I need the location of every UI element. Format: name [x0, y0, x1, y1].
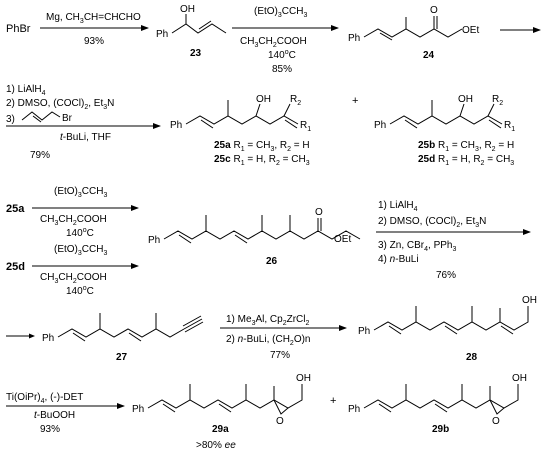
row3-sm2-reagent2: CH3CH2COOH — [40, 272, 107, 285]
c29b-ph: Ph — [348, 404, 360, 415]
step2-reagent2: CH3CH2COOH — [240, 36, 307, 49]
c23-oh: OH — [180, 4, 195, 15]
label-25a: 25a R1 = CH3, R2 = H — [214, 140, 310, 153]
step2-temp: 140oC — [268, 49, 296, 61]
row3-sm2-reagent1: (EtO)3CCH3 — [54, 244, 107, 257]
compound-29b: Ph O OH 29b — [348, 373, 527, 435]
row3-reagent2: 2) DMSO, (COCl)2, Et3N — [378, 216, 486, 229]
compound-25a-25c: Ph OH R2 R1 25a R1 = CH3, R2 = H 25c R1 … — [170, 94, 311, 167]
c24-o: O — [430, 5, 438, 16]
row3-sm1-reagent1: (EtO)3CCH3 — [54, 186, 107, 199]
label-25b: 25b R1 = CH3, R2 = H — [418, 140, 514, 153]
step2-reagent1: (EtO)3CCH3 — [254, 6, 307, 19]
row2-reagent3-prefix: 3) — [6, 114, 15, 125]
c24-label: 24 — [423, 50, 435, 61]
c25bd-ph: Ph — [374, 120, 386, 131]
compound-25b-25d: Ph OH R2 R1 25b R1 = CH3, R2 = H 25d R1 … — [374, 94, 515, 167]
row3-sm2: 25d — [6, 261, 25, 273]
c25ac-ph: Ph — [170, 120, 182, 131]
row3: 25a (EtO)3CCH3 CH3CH2COOH 140oC 25d (EtO… — [6, 186, 531, 297]
row2-reagent3b: t-BuLi, THF — [60, 132, 111, 143]
label-25c: 25c R1 = H, R2 = CH3 — [214, 154, 310, 167]
compound-23: Ph OH 23 — [156, 4, 227, 59]
c24-oet: OEt — [462, 25, 479, 36]
row2-plus: + — [352, 95, 358, 107]
row5-reagent2: t-BuOOH — [34, 410, 75, 421]
step1-reagent: Mg, CH3CH=CHCHO — [46, 12, 141, 25]
row3-sm2-temp: 140oC — [66, 285, 94, 297]
c29b-o: O — [492, 416, 500, 427]
step2-yield: 85% — [272, 64, 292, 75]
row3-sm1-temp: 140oC — [66, 227, 94, 239]
row5-plus: + — [330, 395, 336, 407]
row4-yield: 77% — [270, 350, 290, 361]
row4-reagent2: 2) n-BuLi, (CH2O)n — [226, 334, 311, 347]
row3-sm1-reagent2: CH3CH2COOH — [40, 214, 107, 227]
c29a-oh: OH — [296, 373, 311, 384]
row5-reagent1: Ti(OiPr)4, (-)-DET — [6, 392, 83, 405]
row3-yield: 76% — [436, 270, 456, 281]
c25ac-r2: R2 — [290, 94, 301, 107]
compound-28: Ph OH 28 — [358, 295, 537, 363]
compound-26: Ph O OEt 26 — [148, 207, 361, 267]
c29a-o: O — [276, 416, 284, 427]
c26-ph: Ph — [148, 235, 160, 246]
c29a-ee: >80% ee — [196, 440, 236, 451]
c23-label: 23 — [190, 48, 202, 59]
row1: PhBr Mg, CH3CH=CHCHO 93% Ph OH 23 (EtO)3… — [6, 4, 541, 75]
row2: 1) LiAlH4 2) DMSO, (COCl)2, Et3N 3) Br t… — [6, 84, 515, 167]
c23-ph: Ph — [156, 29, 168, 40]
c29a-label: 29a — [212, 424, 229, 435]
c27-label: 27 — [116, 352, 128, 363]
row5: Ti(OiPr)4, (-)-DET t-BuOOH 93% Ph O OH 2… — [6, 373, 527, 451]
phbr-label: PhBr — [6, 23, 31, 35]
c26-o: O — [315, 207, 323, 218]
c26-label: 26 — [266, 256, 278, 267]
row3-reagent4: 4) n-BuLi — [378, 254, 419, 265]
c29b-oh: OH — [512, 373, 527, 384]
compound-24: Ph O OEt 24 — [348, 5, 479, 61]
c27-ph: Ph — [42, 333, 54, 344]
row3-sm1: 25a — [6, 203, 25, 215]
row2-reagent3-br: Br — [62, 113, 73, 124]
c28-label: 28 — [466, 352, 478, 363]
c25ac-oh: OH — [256, 94, 271, 105]
row3-reagent3: 3) Zn, CBr4, PPh3 — [378, 240, 457, 253]
c26-oet: OEt — [334, 234, 351, 245]
compound-27: Ph 27 — [42, 313, 204, 363]
step1-yield: 93% — [84, 36, 104, 47]
c24-ph: Ph — [348, 33, 360, 44]
c25bd-r1: R1 — [504, 120, 515, 133]
row2-reagent1: 1) LiAlH4 — [6, 84, 46, 97]
c28-ph: Ph — [358, 326, 370, 337]
crotyl-bromide — [21, 111, 61, 121]
c29b-label: 29b — [432, 424, 449, 435]
c25bd-oh: OH — [458, 94, 473, 105]
label-25d: 25d R1 = H, R2 = CH3 — [418, 154, 514, 167]
compound-29a: Ph O OH 29a >80% ee — [132, 373, 311, 451]
row4: Ph 27 1) Me3Al, Cp2ZrCl2 2) n-BuLi, (CH2… — [6, 295, 537, 363]
c25ac-r1: R1 — [300, 120, 311, 133]
row3-reagent1: 1) LiAlH4 — [378, 200, 418, 213]
row5-yield: 93% — [40, 424, 60, 435]
c28-oh: OH — [522, 295, 537, 306]
c29a-ph: Ph — [132, 404, 144, 415]
row2-reagent2: 2) DMSO, (COCl)2, Et3N — [6, 98, 114, 111]
row4-reagent1: 1) Me3Al, Cp2ZrCl2 — [226, 314, 310, 327]
c25bd-r2: R2 — [492, 94, 503, 107]
row2-yield: 79% — [30, 150, 50, 161]
